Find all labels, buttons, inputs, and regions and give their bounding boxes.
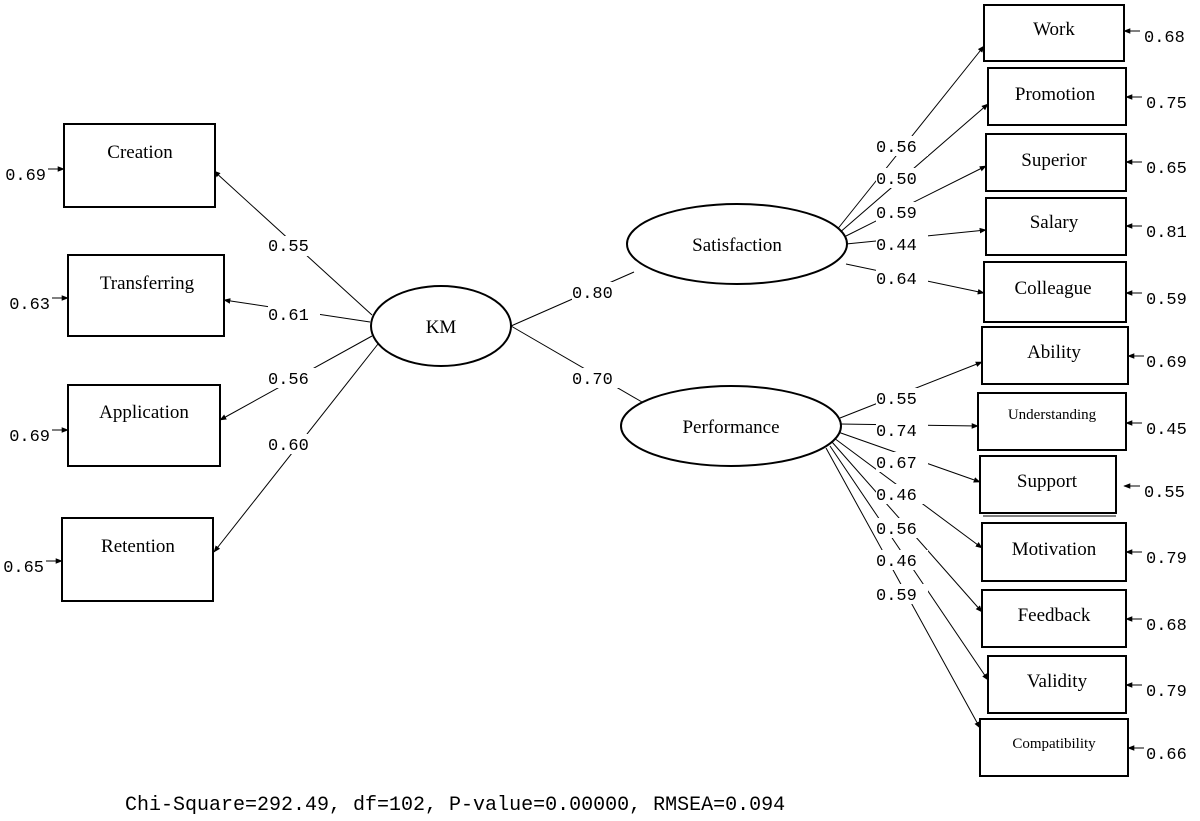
indicator-creation-label: Creation	[107, 142, 173, 163]
coef-promotion: 0.50	[876, 171, 917, 190]
coef-superior: 0.59	[876, 205, 917, 224]
indicator-feedback: Feedback	[981, 589, 1127, 648]
indicator-understanding-label: Understanding	[1008, 407, 1097, 423]
err-compatibility: 0.66	[1146, 746, 1187, 765]
coef-km-satisfaction: 0.80	[572, 285, 613, 304]
latent-km: KM	[370, 285, 512, 367]
indicator-support-label: Support	[1017, 471, 1078, 492]
err-support: 0.55	[1144, 484, 1185, 503]
err-motivation: 0.79	[1146, 550, 1187, 569]
coef-support: 0.67	[876, 455, 917, 474]
indicator-application: Application	[67, 384, 221, 467]
indicator-motivation-label: Motivation	[1012, 539, 1097, 560]
indicator-validity-label: Validity	[1027, 671, 1088, 692]
coef-understanding: 0.74	[876, 423, 917, 442]
indicator-promotion: Promotion	[987, 67, 1127, 126]
err-creation: 0.69	[5, 167, 46, 186]
latent-performance: Performance	[620, 385, 842, 467]
err-ability: 0.69	[1146, 354, 1187, 373]
err-superior: 0.65	[1146, 160, 1187, 179]
indicator-application-label: Application	[99, 402, 189, 423]
indicator-retention-label: Retention	[101, 536, 175, 557]
err-validity: 0.79	[1146, 683, 1187, 702]
indicator-compatibility: Compatibility	[979, 718, 1129, 777]
coefficients: 0.55 0.61 0.56 0.60 0.80 0.70 0.56 0.50 …	[268, 136, 928, 606]
coef-work: 0.56	[876, 139, 917, 158]
indicator-feedback-label: Feedback	[1018, 605, 1091, 626]
indicator-ability: Ability	[981, 326, 1129, 385]
err-understanding: 0.45	[1146, 421, 1187, 440]
latent-satisfaction-label: Satisfaction	[692, 235, 782, 256]
indicator-salary: Salary	[985, 197, 1127, 256]
indicator-creation: Creation	[63, 123, 216, 208]
indicator-validity: Validity	[987, 655, 1127, 714]
indicator-transferring-label: Transferring	[100, 273, 195, 294]
coef-motivation: 0.46	[876, 487, 917, 506]
indicator-retention: Retention	[61, 517, 214, 602]
indicator-understanding: Understanding	[977, 392, 1127, 451]
latent-performance-label: Performance	[682, 417, 779, 438]
latent-satisfaction: Satisfaction	[626, 203, 848, 285]
err-retention: 0.65	[3, 559, 44, 578]
indicator-salary-label: Salary	[1030, 212, 1079, 233]
indicator-superior: Superior	[985, 133, 1127, 192]
err-work: 0.68	[1144, 29, 1185, 48]
indicator-motivation: Motivation	[981, 522, 1127, 582]
coef-km-performance: 0.70	[572, 371, 613, 390]
fit-statistics: Chi-Square=292.49, df=102, P-value=0.000…	[125, 794, 785, 817]
indicator-colleague-label: Colleague	[1014, 278, 1091, 299]
indicator-superior-label: Superior	[1021, 150, 1087, 171]
path-km-performance	[510, 325, 643, 403]
indicator-compatibility-label: Compatibility	[1012, 736, 1096, 752]
indicator-colleague: Colleague	[983, 261, 1127, 323]
err-salary: 0.81	[1146, 224, 1187, 243]
latent-km-label: KM	[426, 317, 457, 338]
coef-application: 0.56	[268, 371, 309, 390]
err-application: 0.69	[9, 428, 50, 447]
coef-creation: 0.55	[268, 238, 309, 257]
coef-validity: 0.46	[876, 553, 917, 572]
err-transferring: 0.63	[9, 296, 50, 315]
indicator-promotion-label: Promotion	[1015, 84, 1096, 105]
indicator-support: Support	[979, 455, 1117, 517]
indicator-work-label: Work	[1033, 19, 1075, 40]
coef-compatibility: 0.59	[876, 587, 917, 606]
indicator-transferring: Transferring	[67, 254, 225, 337]
coef-retention: 0.60	[268, 437, 309, 456]
coef-feedback: 0.56	[876, 521, 917, 540]
indicator-ability-label: Ability	[1027, 342, 1081, 363]
err-promotion: 0.75	[1146, 95, 1187, 114]
coef-transferring: 0.61	[268, 307, 309, 326]
coef-ability: 0.55	[876, 391, 917, 410]
coef-salary: 0.44	[876, 237, 917, 256]
indicator-work: Work	[983, 4, 1125, 62]
err-feedback: 0.68	[1146, 617, 1187, 636]
error-variances: 0.69 0.63 0.69 0.65 0.68 0.75 0.65 0.81 …	[3, 29, 1187, 765]
coef-colleague: 0.64	[876, 271, 917, 290]
err-colleague: 0.59	[1146, 291, 1187, 310]
